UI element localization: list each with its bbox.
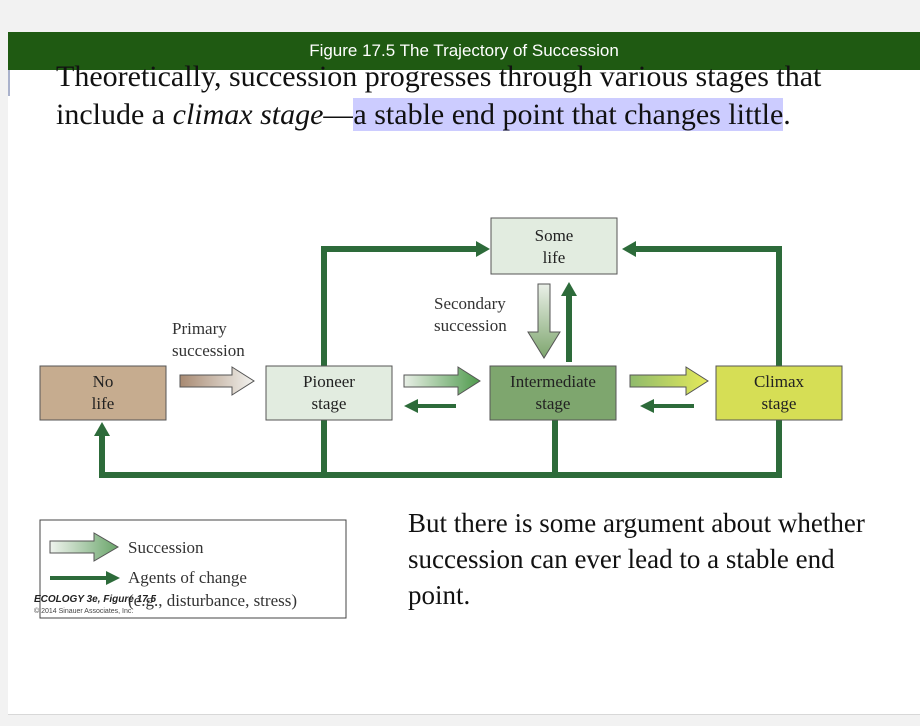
box-no-life (39, 365, 167, 421)
some-life-label-2: life (543, 248, 566, 267)
box-some-life (490, 217, 618, 275)
box-intermediate-stage (489, 365, 617, 421)
secondary-succession-label-2: succession (434, 316, 507, 335)
stage-boxes (39, 217, 843, 421)
climax-label-2: stage (762, 394, 797, 413)
climax-label-1: Climax (754, 372, 805, 391)
agent-arrowhead-up-to-some-life (561, 282, 577, 296)
succession-arrow-secondary-down (527, 283, 561, 359)
edge-marker (8, 70, 10, 96)
figure-title: Figure 17.5 The Trajectory of Succession (8, 32, 920, 70)
no-life-label-2: life (92, 394, 115, 413)
argument-text: But there is some argument about whether… (408, 508, 865, 610)
succession-arrow-pioneer-to-intermediate (403, 366, 481, 396)
succession-arrow-intermediate-to-climax (629, 366, 709, 396)
intro-italic-term: climax stage (172, 98, 324, 131)
secondary-succession-label-1: Secondary (434, 294, 506, 313)
box-pioneer-stage (265, 365, 393, 421)
intro-end: . (783, 98, 791, 131)
some-life-label-1: Some (535, 226, 574, 245)
figure-credit-title: ECOLOGY 3e, Figure 17.5 (34, 594, 157, 605)
intro-dash: — (323, 98, 354, 131)
intermediate-label-1: Intermediate (510, 372, 596, 391)
agents-of-change-lines (94, 241, 782, 478)
legend-succession-label: Succession (128, 538, 204, 557)
agent-arrowhead-from-climax (622, 241, 636, 257)
agent-arrowhead-to-some-life (476, 241, 490, 257)
primary-succession-label-1: Primary (172, 319, 227, 338)
legend-agents-label-1: Agents of change (128, 568, 247, 587)
pioneer-label-2: stage (312, 394, 347, 413)
intro-text-part1: Theoretically, succession progresses thr… (56, 60, 822, 131)
succession-arrow-primary (179, 366, 255, 396)
legend-succession-arrow (49, 532, 119, 562)
intermediate-label-2: stage (536, 394, 571, 413)
succession-arrows (179, 283, 709, 396)
agent-arrowhead-back-to-intermediate (640, 399, 654, 413)
intro-highlight: a stable end point that changes little (353, 98, 784, 131)
primary-succession-label-2: succession (172, 341, 245, 360)
agent-arrowhead-to-no-life (94, 422, 110, 436)
intro-text: Theoretically, succession progresses thr… (56, 58, 856, 134)
figure-credit-copyright: © 2014 Sinauer Associates, Inc. (34, 608, 134, 615)
legend-frame (39, 519, 347, 619)
box-climax-stage (715, 365, 843, 421)
legend: Succession Agents of change (e.g., distu… (39, 519, 347, 619)
pioneer-label-1: Pioneer (303, 372, 355, 391)
agent-arrowhead-back-to-pioneer (404, 399, 418, 413)
box-labels: No life Pioneer stage Intermediate stage… (92, 226, 805, 413)
legend-agents-label-2: (e.g., disturbance, stress) (128, 591, 297, 610)
no-life-label-1: No (93, 372, 114, 391)
legend-agents-arrowhead (106, 571, 120, 585)
